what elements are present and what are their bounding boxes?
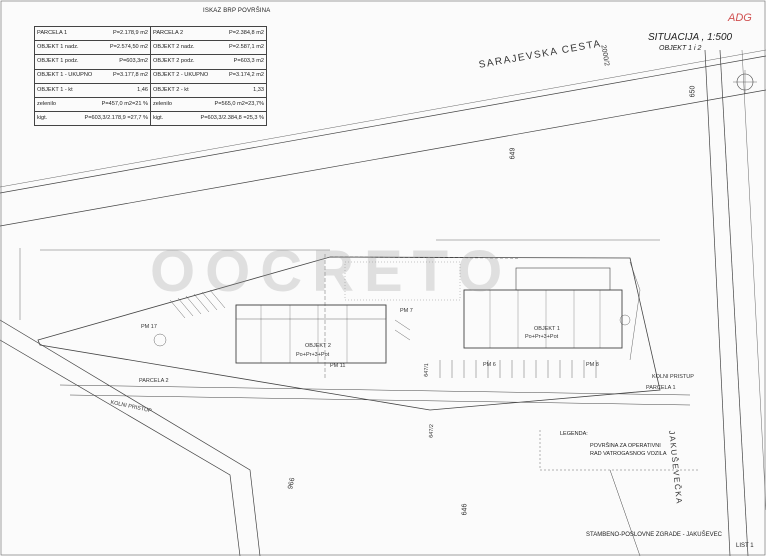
area-value: P=457,0 m2=21 % <box>101 100 148 107</box>
area-value: 1,46 <box>137 86 148 93</box>
drawing-subtitle: OBJEKT 1 i 2 <box>659 45 702 52</box>
area-table-cell: OBJEKT 2 - UKUPNO P=3.174,2 m2 <box>150 68 267 84</box>
area-label: OBJEKT 2 - UKUPNO <box>153 72 209 79</box>
area-label: OBJEKT 1 podz. <box>37 58 79 65</box>
drawing-title: SITUACIJA , 1:500 <box>648 32 733 43</box>
parcela-2-label: PARCELA 2 <box>139 378 169 384</box>
area-table-cell: OBJEKT 2 podz. P=603,3 m2 <box>150 54 267 70</box>
area-table-cell: OBJEKT 1 - kt 1,46 <box>34 82 151 98</box>
area-table-row: OBJEKT 1 - kt 1,46 OBJEKT 2 - kt 1,33 <box>34 82 267 98</box>
legend-text: POVRŠINA ZA OPERATIVNI RAD VATROGASNOG V… <box>590 443 667 457</box>
area-value: P=2.384,8 m2 <box>229 29 264 36</box>
area-table-row: OBJEKT 1 podz. P=603,3m2 OBJEKT 2 podz. P=6… <box>34 54 267 70</box>
objekt-1-label: OBJEKT 1 <box>534 326 560 332</box>
area-value: P=603,3 m2 <box>233 58 264 65</box>
footer-sheet: LIST 1 <box>736 543 754 549</box>
lower-road <box>0 319 261 556</box>
area-value: 1,33 <box>253 86 264 93</box>
area-label: zelenilo <box>153 100 172 107</box>
area-label: OBJEKT 2 podz. <box>153 58 195 65</box>
side-road-edge-west <box>704 49 731 556</box>
area-label: OBJEKT 1 nadz. <box>37 43 79 50</box>
area-table-cell: OBJEKT 1 nadz. P=2.574,50 m2 <box>34 40 151 56</box>
area-table-title: ISKAZ BRP POVRŠINA <box>203 8 271 14</box>
parcel-number-647-2: 647/2 <box>428 424 436 438</box>
parking-pm11: PM 11 <box>330 363 346 369</box>
area-table-cell: PARCELA 1 P=2.178,9 m2 <box>34 25 151 42</box>
legend-title: LEGENDA: <box>560 431 588 437</box>
parking-pm6: PM 6 <box>483 362 496 368</box>
area-label: OBJEKT 2 - kt <box>153 86 189 93</box>
objekt-2-label: OBJEKT 2 <box>305 343 331 349</box>
area-table-row: kigt. P=603,3/2.178,9 =27,7 % kigt. P=603,3… <box>34 111 267 127</box>
parcel-number-650: 650 <box>689 85 697 98</box>
area-table-cell: PARCELA 2 P=2.384,8 m2 <box>150 25 267 42</box>
area-label: OBJEKT 1 - UKUPNO <box>37 72 93 79</box>
road-edge-south <box>0 89 766 227</box>
area-table-cell: kigt. P=603,3/2.178,9 =27,7 % <box>34 111 151 127</box>
parcel-number-646: 646 <box>461 503 469 516</box>
area-value: P=565,0 m2=23,7% <box>214 100 264 107</box>
area-label: kigt. <box>37 114 48 121</box>
area-table-cell: OBJEKT 1 podz. P=603,3m2 <box>34 54 151 70</box>
area-value: P=603,3/2.384,8 =25,3 % <box>200 114 264 121</box>
parcel-number-649: 649 <box>509 147 517 160</box>
footer-title: STAMBENO-POSLOVNE ZGRADE - JAKUŠEVEC <box>586 532 722 538</box>
objekt-2-floors: Po+Pr+3+Pot <box>296 352 330 358</box>
area-label: kigt. <box>153 114 164 121</box>
access-label-right: KOLNI PRISTUP <box>652 374 694 380</box>
side-road-edge-east <box>719 49 749 556</box>
objekt-1-floors: Po+Pr+3+Pot <box>525 334 559 340</box>
area-table-row: zelenilo P=457,0 m2=21 % zelenilo P=565,0 m… <box>34 96 267 113</box>
area-value: P=2.178,9 m2 <box>113 29 148 36</box>
area-table-cell: kigt. P=603,3/2.384,8 =25,3 % <box>150 111 267 127</box>
area-value: P=603,3/2.178,9 =27,7 % <box>84 114 148 121</box>
parking-pm8: PM 8 <box>586 362 599 368</box>
area-label: PARCELA 1 <box>37 29 68 36</box>
area-value: P=2.574,50 m2 <box>109 43 148 50</box>
area-value: P=603,3m2 <box>119 58 148 65</box>
area-value: P=3.174,2 m2 <box>229 72 264 79</box>
parcel-number-647-1: 647/1 <box>423 363 431 377</box>
area-table: PARCELA 1 P=2.178,9 m2 PARCELA 2 P=2.384,8 … <box>34 25 267 127</box>
area-table-cell: zelenilo P=457,0 m2=21 % <box>34 96 151 113</box>
area-table-cell: OBJEKT 1 - UKUPNO P=3.177,8 m2 <box>34 68 151 84</box>
parking-pm17: PM 17 <box>141 324 157 330</box>
area-label: OBJEKT 1 - kt <box>37 86 73 93</box>
area-label: zelenilo <box>37 100 56 107</box>
parcela-1-label: PARCELA 1 <box>646 385 676 391</box>
area-value: P=2.587,1 m2 <box>229 43 264 50</box>
area-table-cell: OBJEKT 2 nadz. P=2.587,1 m2 <box>150 40 267 56</box>
area-table-row: PARCELA 1 P=2.178,9 m2 PARCELA 2 P=2.384,8 … <box>34 25 267 42</box>
area-table-cell: OBJEKT 2 - kt 1,33 <box>150 82 267 98</box>
road-edge-north <box>0 55 766 194</box>
drawing-code: ADG <box>728 12 752 24</box>
area-label: OBJEKT 2 nadz. <box>153 43 195 50</box>
area-table-cell: zelenilo P=565,0 m2=23,7% <box>150 96 267 113</box>
parking-pm7: PM 7 <box>400 308 413 314</box>
area-value: P=3.177,8 m2 <box>113 72 148 79</box>
area-label: PARCELA 2 <box>153 29 184 36</box>
watermark: OOCRETO <box>150 239 513 304</box>
